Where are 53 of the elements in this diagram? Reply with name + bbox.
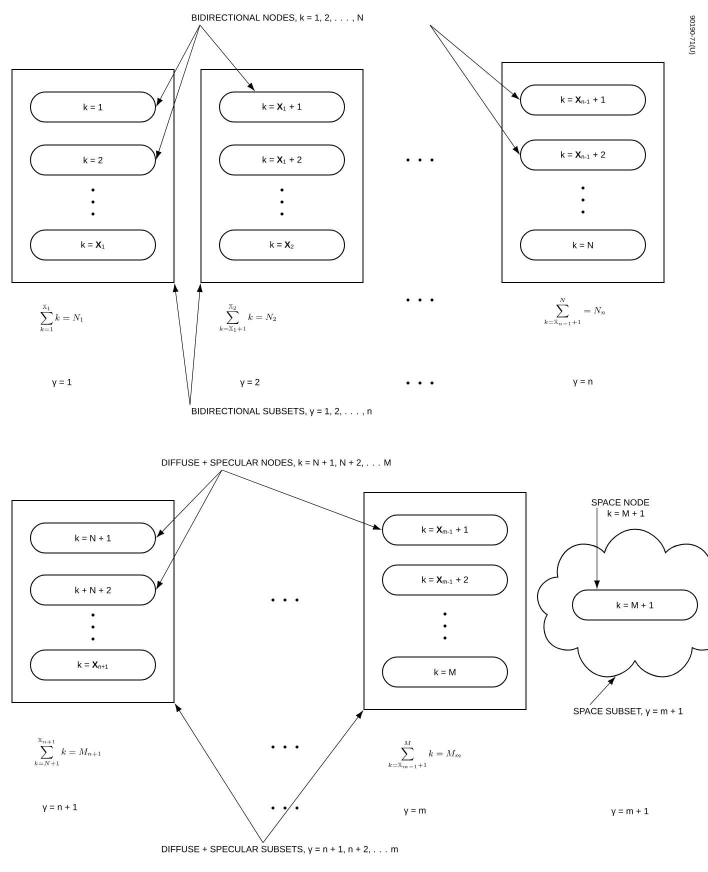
leader-arrow [190, 284, 203, 406]
callout-text: BIDIRECTIONAL NODES, k = 1, 2, . . . , N [192, 14, 363, 22]
subset-index: γ = n [573, 380, 592, 386]
callout-text: DIFFUSE + SPECULAR NODES, k = N + 1, N + 2, . . . M [162, 459, 391, 467]
leader-arrow [262, 710, 363, 844]
node-pill: k = X$_{1}$ + 2 [219, 144, 345, 176]
subset-box [12, 69, 174, 283]
subset-index: γ = n + 1 [42, 804, 78, 812]
node-pill: k = X$_{n-1}$ + 1 [520, 84, 646, 116]
node-pill: k = N [520, 230, 646, 260]
leader-arrow [172, 284, 190, 406]
leader-arrow [156, 470, 222, 590]
callout-text: SPACE NODE k = M + 1 [592, 499, 650, 516]
node-pill: k = X$_{1}$ [30, 230, 156, 260]
subset-index: γ = m + 1 [611, 808, 648, 816]
sum-formula: $\sum\limits_{k=N+1}^{\mathbb{X}_{n+1}} k = M_{n+1}$ [34, 738, 101, 766]
callout-text: BIDIRECTIONAL SUBSETS, γ = 1, 2, . . . , n [192, 408, 372, 416]
node-pill: k = 2 [30, 144, 156, 176]
leader-arrow [222, 470, 381, 530]
callout-text: DIFFUSE + SPECULAR SUBSETS, γ = n + 1, n + 2, . . . m [162, 846, 398, 854]
node-pill: k = 1 [30, 92, 156, 122]
node-pill: k = M + 1 [572, 590, 698, 620]
node-pill: k = M [382, 656, 508, 688]
subset-box [12, 500, 174, 703]
node-pill: k = N + 1 [30, 522, 156, 554]
leader-arrow [156, 470, 222, 538]
leader-arrow [156, 24, 200, 159]
subset-box [200, 69, 364, 283]
node-pill: k = X$_{n-1}$ + 2 [520, 140, 646, 170]
subset-index: γ = 1 [52, 378, 72, 388]
leader-arrow [430, 24, 520, 154]
subset-index: γ = 2 [240, 378, 260, 388]
node-pill: k = X$_{2}$ [219, 230, 345, 260]
node-pill: k = X$_{1}$ + 1 [219, 92, 345, 122]
sum-formula: $\sum\limits_{k=1}^{\mathbb{X}_1} k = N_1$ [40, 304, 83, 332]
sum-formula: $\sum\limits_{k=\mathbb{X}_{m-1}+1}^{M} k = M_m$ [388, 740, 461, 768]
node-pill: k = X$_{m-1}$ + 1 [382, 514, 508, 546]
leader-arrow [156, 24, 200, 106]
node-pill: k + N + 2 [30, 574, 156, 606]
subset-box [502, 62, 664, 283]
leader-arrow [590, 677, 616, 706]
leader-arrow [594, 508, 600, 588]
node-pill: k = X$_{n+1}$ [30, 650, 156, 680]
subset-index: γ = m [404, 808, 426, 816]
callout-text: SPACE SUBSET, γ = m + 1 [574, 708, 683, 716]
leader-arrow [430, 24, 520, 100]
node-pill: k = X$_{m-1}$ + 2 [382, 564, 508, 596]
leader-arrow [200, 24, 255, 91]
sum-formula: $\sum\limits_{k=\mathbb{X}_1+1}^{\mathbb{X}_2} k = N_2$ [220, 304, 276, 332]
sum-formula: $\sum\limits_{k=\mathbb{X}_{n-1}+1}^{N} = N_n$ [544, 298, 606, 326]
cloud-outline [537, 528, 708, 678]
subset-box [364, 492, 526, 710]
leader-arrow [174, 704, 264, 844]
